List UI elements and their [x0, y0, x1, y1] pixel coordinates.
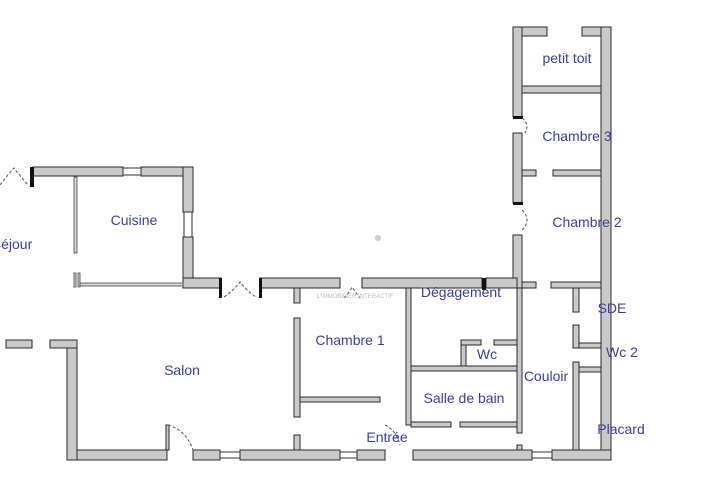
label-salle-de-bain: Salle de bain: [424, 390, 505, 406]
label-entree: Entrée: [366, 429, 407, 445]
label-placard: Placard: [597, 421, 644, 437]
watermark: L'IMMOBILIER INTERACTIF: [317, 294, 394, 300]
label-degagement: Dégagement: [421, 284, 501, 300]
marker-dot: [375, 235, 381, 241]
label-chambre-1: Chambre 1: [315, 332, 384, 348]
label-cuisine: Cuisine: [111, 212, 158, 228]
label-couloir: Couloir: [524, 368, 569, 384]
label-chambre-2: Chambre 2: [552, 214, 621, 230]
label-sejour: Séjour: [0, 236, 33, 252]
label-chambre-3: Chambre 3: [542, 128, 611, 144]
doors: [0, 117, 528, 451]
label-petit-toit: petit toit: [542, 50, 591, 66]
room-labels: petit toit Chambre 3 Chambre 2 Cuisine S…: [0, 50, 645, 445]
walls: [5, 26, 612, 461]
label-wc2: Wc 2: [606, 344, 638, 360]
label-wc: Wc: [477, 346, 497, 362]
label-sde: SDE: [598, 300, 627, 316]
label-salon: Salon: [164, 362, 200, 378]
